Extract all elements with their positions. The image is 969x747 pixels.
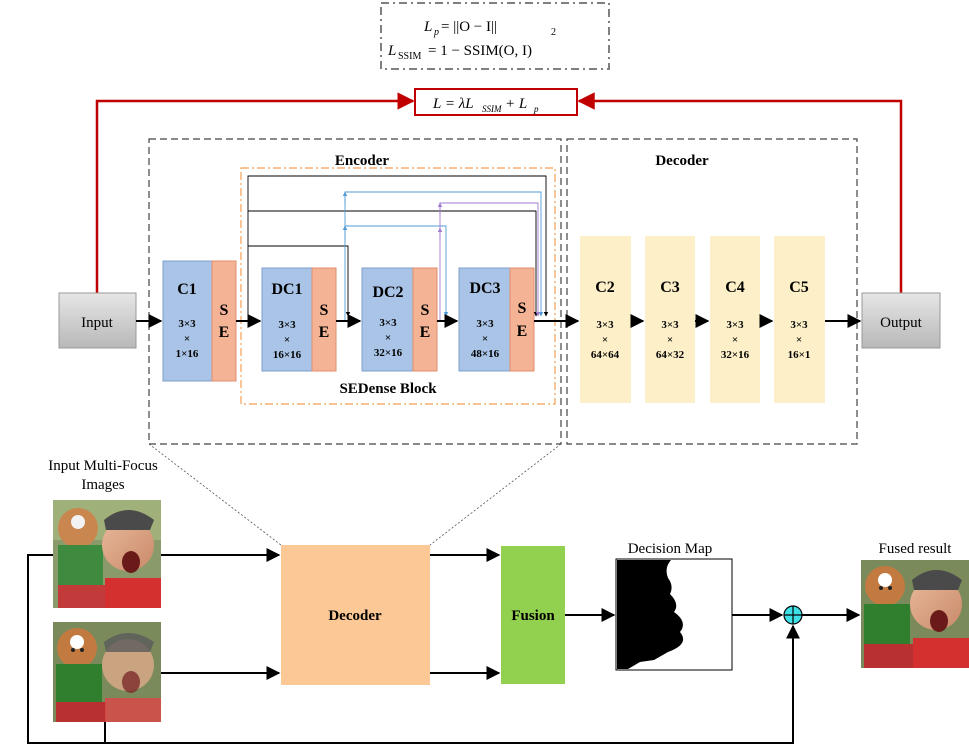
- input-label: Input: [81, 315, 113, 331]
- c3-name: C3: [660, 279, 680, 296]
- dc2-se-s: S: [421, 302, 430, 319]
- lp-sub: p: [433, 27, 439, 38]
- c5-line2: ×: [796, 334, 802, 346]
- c2-line2: ×: [602, 334, 608, 346]
- c2-name: C2: [595, 279, 615, 296]
- input-box: [58, 292, 137, 349]
- dc3-se-s: S: [518, 300, 527, 317]
- block-c3: C3 3×3 × 64×32: [645, 236, 695, 403]
- c3-line1: 3×3: [661, 319, 679, 331]
- block-c2: C2 3×3 × 64×64: [580, 236, 631, 403]
- dc3-line1: 3×3: [476, 318, 494, 330]
- block-c4: C4 3×3 × 32×16: [710, 236, 760, 403]
- dc2-line2: ×: [385, 332, 391, 344]
- fused-result-image: [861, 560, 969, 668]
- total-loss-text: L = λL: [432, 96, 474, 112]
- total-loss-rest: + L: [505, 96, 527, 112]
- encoder-title: Encoder: [335, 153, 390, 169]
- lssim-lhs: L: [387, 43, 396, 59]
- c1-se-e: E: [219, 324, 230, 341]
- input-images-label-line1: Input Multi-Focus: [48, 458, 158, 474]
- fusion-label: Fusion: [511, 608, 555, 624]
- sum-node: [783, 605, 803, 625]
- c4-line2: ×: [732, 334, 738, 346]
- output-box: [861, 292, 941, 349]
- c3-line2: ×: [667, 334, 673, 346]
- c4-name: C4: [725, 279, 745, 296]
- encoder-box: [148, 138, 562, 445]
- output-label: Output: [880, 315, 923, 331]
- decoder-box-label: Decoder: [328, 608, 382, 624]
- decision-map-label: Decision Map: [628, 541, 713, 557]
- c2-line3: 64×64: [591, 349, 620, 361]
- block-c5: C5 3×3 × 16×1: [774, 236, 825, 403]
- input-image-2: [53, 622, 161, 722]
- lssim-sub: SSIM: [398, 51, 421, 62]
- dc1-se-e: E: [319, 324, 330, 341]
- decision-map-image: [615, 558, 733, 671]
- dc3-line2: ×: [482, 333, 488, 345]
- block-dc2: DC2 3×3 × 32×16 S E: [361, 267, 438, 372]
- input-images-label-line2: Images: [81, 477, 124, 493]
- c1-line2: ×: [184, 333, 190, 345]
- c5-name: C5: [789, 279, 809, 296]
- c1-name: C1: [177, 281, 197, 298]
- decoder-title: Decoder: [655, 153, 709, 169]
- dc1-line2: ×: [284, 334, 290, 346]
- sedense-title: SEDense Block: [339, 381, 437, 397]
- block-c1: C1 3×3 × 1×16 S E: [162, 260, 237, 382]
- dc3-name: DC3: [469, 280, 500, 297]
- loss-equations-box: L p = ||O − I|| 2 L SSIM = 1 − SSIM(O, I…: [380, 2, 610, 70]
- loss-feedback-output-arrow: [577, 92, 903, 293]
- dense-connections: [247, 175, 549, 321]
- dc1-line3: 16×16: [273, 349, 302, 361]
- dc1-line1: 3×3: [278, 319, 296, 331]
- total-loss-rest-sub: p: [533, 104, 539, 114]
- block-dc1: DC1 3×3 × 16×16 S E: [261, 267, 337, 372]
- lp-lhs: L: [423, 19, 432, 35]
- c5-line1: 3×3: [790, 319, 808, 331]
- bottom-arrows: [27, 548, 861, 744]
- lp-rhs: = ||O − I||: [441, 19, 497, 35]
- c3-line3: 64×32: [656, 349, 685, 361]
- decoder-section-box: [566, 138, 858, 445]
- projection-line-right: [429, 443, 562, 546]
- dc2-name: DC2: [372, 284, 403, 301]
- total-loss-sub: SSIM: [482, 104, 502, 114]
- dc2-se-e: E: [420, 324, 431, 341]
- c1-se-s: S: [220, 302, 229, 319]
- fused-result-label: Fused result: [879, 541, 953, 557]
- c4-line3: 32×16: [721, 349, 750, 361]
- block-dc3: DC3 3×3 × 48×16 S E: [458, 267, 535, 372]
- input-image-1: [53, 500, 161, 608]
- c1-line3: 1×16: [176, 348, 199, 360]
- fusion-box: [501, 546, 565, 684]
- loss-feedback-input-arrow: [95, 92, 415, 293]
- dc1-se-s: S: [320, 302, 329, 319]
- c4-line1: 3×3: [726, 319, 744, 331]
- c1-line1: 3×3: [178, 318, 196, 330]
- dc2-line1: 3×3: [379, 317, 397, 329]
- dc3-se-e: E: [517, 323, 528, 340]
- dc2-line3: 32×16: [374, 347, 403, 359]
- c5-line3: 16×1: [788, 349, 811, 361]
- lp-rhs-sub: 2: [551, 27, 556, 38]
- total-loss: L = λL SSIM + L p: [414, 88, 578, 116]
- c2-line1: 3×3: [596, 319, 614, 331]
- lssim-rhs: = 1 − SSIM(O, I): [428, 43, 532, 59]
- decoder-box: [281, 545, 430, 685]
- projection-line-left: [148, 443, 282, 546]
- dc1-name: DC1: [271, 281, 302, 298]
- dc3-line3: 48×16: [471, 348, 500, 360]
- sedense-block-box: [240, 167, 556, 405]
